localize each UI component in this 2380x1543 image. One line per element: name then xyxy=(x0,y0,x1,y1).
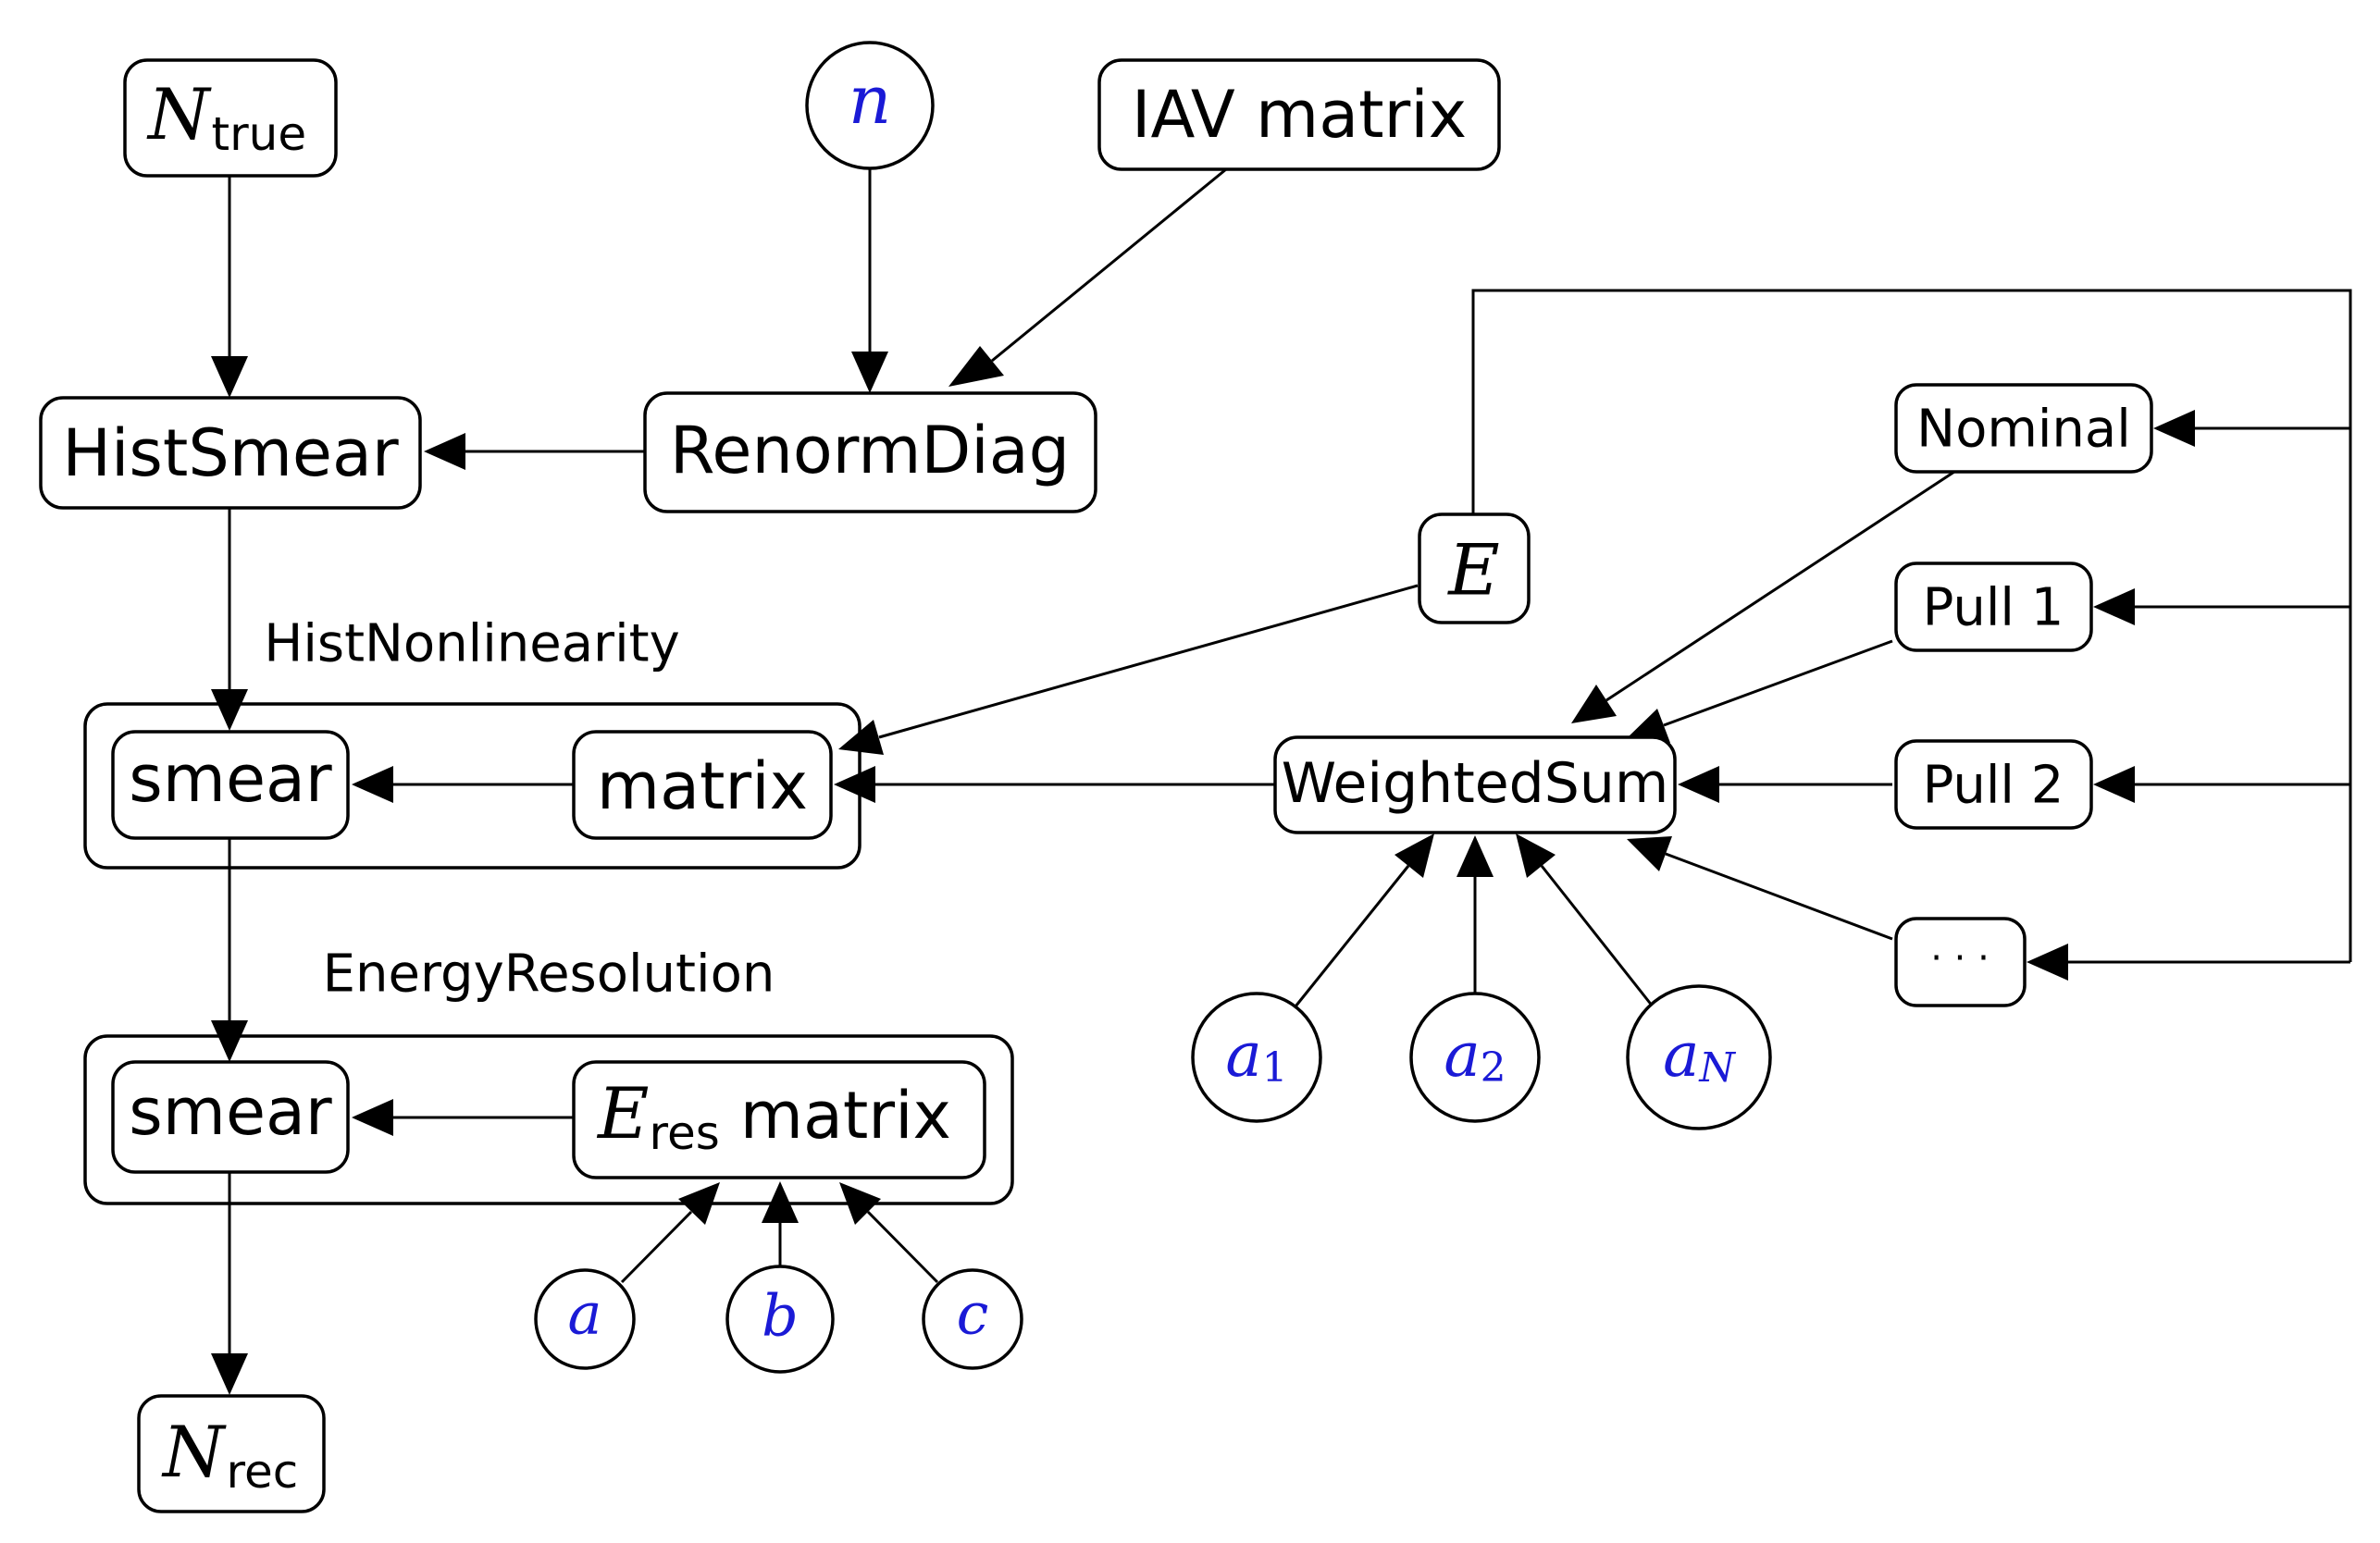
arrowhead xyxy=(211,356,248,398)
node-weighted-sum[interactable]: WeightedSum xyxy=(1273,735,1677,834)
symbol: E xyxy=(1446,529,1499,611)
arrowhead xyxy=(2027,944,2068,981)
arrowhead xyxy=(948,346,1004,387)
node-eres-matrix[interactable]: Eres matrix xyxy=(572,1060,986,1179)
svg-text:a2: a2 xyxy=(1444,1019,1506,1092)
subscript: 1 xyxy=(1262,1044,1288,1092)
symbol: a xyxy=(568,1280,602,1348)
edge-pull1-weightedsum xyxy=(1663,639,1893,727)
svg-text:Ntrue: Ntrue xyxy=(146,73,306,161)
symbol: N xyxy=(161,1411,227,1493)
node-label: Pull 2 xyxy=(1923,756,2064,816)
edge-nominal-weightedsum xyxy=(1605,470,1955,702)
symbol: n xyxy=(849,61,891,139)
arrowhead xyxy=(1457,835,1494,877)
node-iav-matrix[interactable]: IAV matrix xyxy=(1097,58,1501,171)
arrowhead xyxy=(1395,833,1434,878)
edge-iav-renormdiag xyxy=(991,167,1227,363)
symbol: E xyxy=(596,1072,649,1154)
node-energy[interactable]: E xyxy=(1418,512,1531,624)
arrowhead xyxy=(1625,709,1670,743)
node-eres-smear[interactable]: smear xyxy=(111,1060,350,1174)
group-hist-nonlinearity: HistNonlinearity xyxy=(83,614,862,870)
node-hist-smear[interactable]: HistSmear xyxy=(39,396,422,510)
arrowhead xyxy=(424,433,465,470)
edge-energy-bus xyxy=(1471,289,2352,962)
arrowhead xyxy=(352,1099,393,1136)
symbol: c xyxy=(957,1280,989,1348)
node-renorm-diag[interactable]: RenormDiag xyxy=(643,391,1097,513)
edge-c-eres xyxy=(866,1210,939,1284)
edge-dots-weightedsum xyxy=(1665,852,1893,941)
node-label: matrix xyxy=(740,1078,951,1154)
node-label: · · · xyxy=(1930,937,1990,980)
arrowhead xyxy=(2153,410,2195,447)
param-a2[interactable]: a2 xyxy=(1409,992,1541,1123)
arrowhead xyxy=(2093,588,2135,625)
node-n-true[interactable]: Ntrue xyxy=(123,58,338,178)
subscript: res xyxy=(649,1106,719,1160)
node-pull-1[interactable]: Pull 1 xyxy=(1894,562,2093,652)
arrowhead xyxy=(834,766,875,803)
arrowhead xyxy=(211,1353,248,1395)
group-label: HistNonlinearity xyxy=(264,614,680,674)
node-label: Nominal xyxy=(1916,400,2131,460)
node-label: matrix xyxy=(597,748,808,824)
node-nominal[interactable]: Nominal xyxy=(1894,383,2153,474)
symbol: a xyxy=(1225,1019,1261,1091)
symbol: b xyxy=(762,1282,799,1350)
group-frame xyxy=(83,702,862,870)
node-more-pulls[interactable]: · · · xyxy=(1894,917,2027,1007)
arrowhead xyxy=(2093,766,2135,803)
param-b[interactable]: b xyxy=(725,1265,835,1374)
param-a1[interactable]: a1 xyxy=(1191,992,1322,1123)
arrowhead xyxy=(352,766,393,803)
node-n-rec[interactable]: Nrec xyxy=(137,1394,326,1513)
node-label: IAV matrix xyxy=(1132,77,1467,153)
edge-a1-weightedsum xyxy=(1294,865,1410,1007)
node-label: Pull 1 xyxy=(1923,578,2064,638)
arrowhead xyxy=(211,1020,248,1062)
svg-text:Nrec: Nrec xyxy=(161,1411,298,1499)
node-label: RenormDiag xyxy=(670,413,1070,488)
node-nonlin-smear[interactable]: smear xyxy=(111,730,350,840)
node-pull-2[interactable]: Pull 2 xyxy=(1894,739,2093,830)
subscript: N xyxy=(1698,1044,1736,1092)
node-nonlin-matrix[interactable]: matrix xyxy=(572,730,833,840)
param-aN[interactable]: aN xyxy=(1626,984,1772,1130)
node-label: smear xyxy=(129,741,332,817)
param-a[interactable]: a xyxy=(534,1268,636,1370)
group-energy-resolution: EnergyResolution xyxy=(83,944,1014,1205)
arrowhead xyxy=(1516,833,1556,878)
symbol: a xyxy=(1663,1019,1699,1091)
arrowhead xyxy=(851,352,888,393)
arrowhead xyxy=(211,689,248,731)
node-label: HistSmear xyxy=(62,415,399,491)
svg-text:a1: a1 xyxy=(1225,1019,1287,1092)
arrowhead xyxy=(1627,836,1672,871)
subscript: rec xyxy=(227,1445,299,1499)
edge-a-eres xyxy=(620,1210,693,1284)
group-frame xyxy=(83,1034,1014,1205)
param-n[interactable]: n xyxy=(805,41,935,170)
edge-energy-matrix xyxy=(878,584,1419,739)
node-label: WeightedSum xyxy=(1282,751,1669,816)
subscript: 2 xyxy=(1481,1044,1506,1092)
symbol: N xyxy=(146,73,212,155)
symbol: a xyxy=(1444,1019,1480,1091)
subscript: true xyxy=(212,107,307,161)
arrowhead xyxy=(1571,685,1617,723)
node-label: smear xyxy=(129,1074,332,1150)
group-label: EnergyResolution xyxy=(323,944,775,1005)
edge-aN-weightedsum xyxy=(1540,865,1655,1007)
svg-text:aN: aN xyxy=(1663,1019,1736,1092)
param-c[interactable]: c xyxy=(922,1268,1023,1370)
arrowhead xyxy=(1678,766,1719,803)
